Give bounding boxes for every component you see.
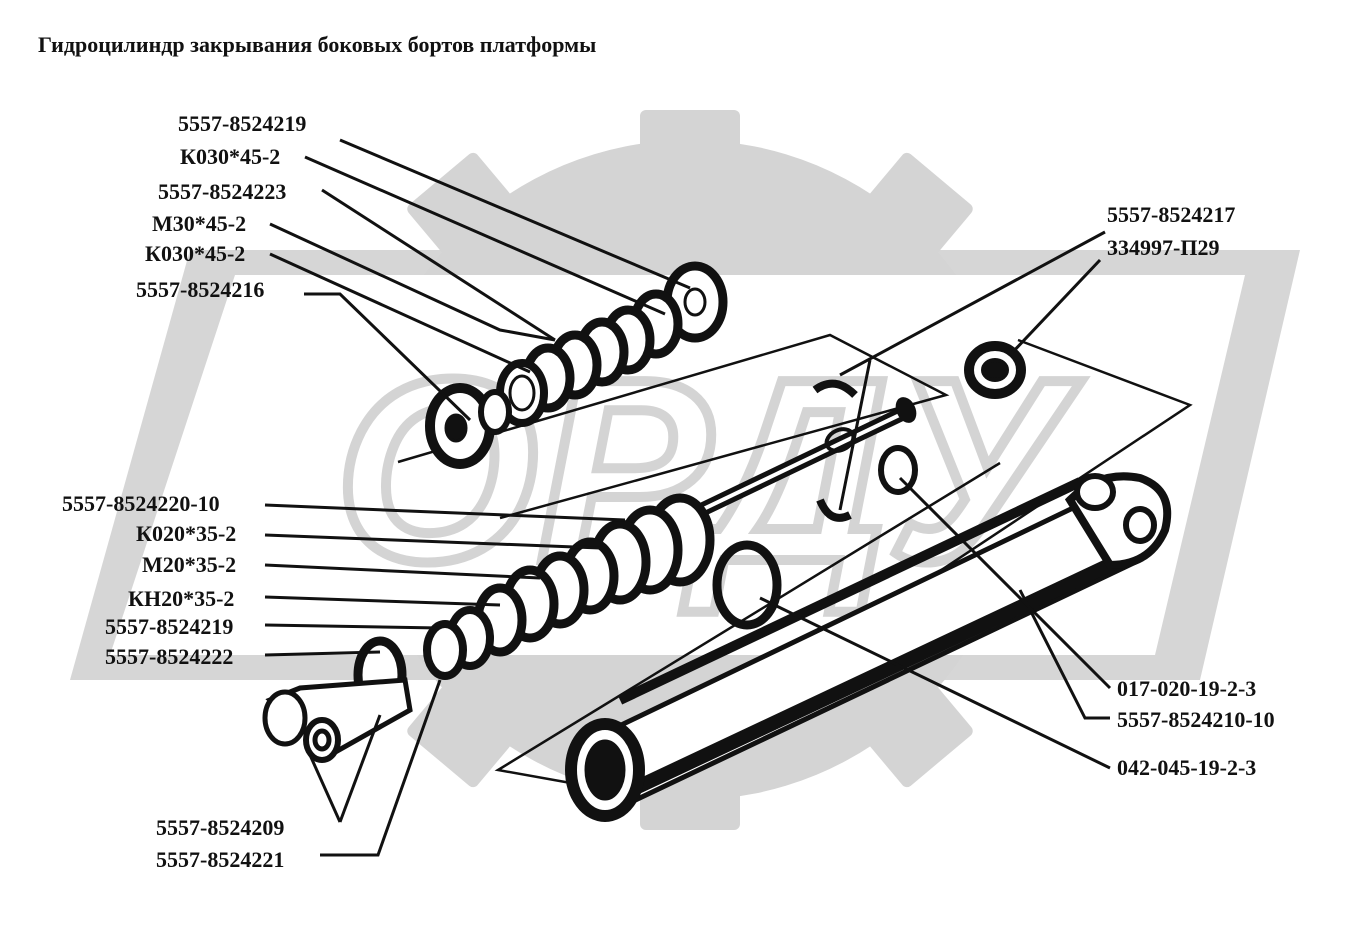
callout-label: 5557-8524217 [1107,202,1236,227]
callout-label: 5557-8524219 [105,614,234,639]
o-rings [712,445,918,630]
callout-label: 5557-8524222 [105,644,234,669]
callout-label: К030*45-2 [145,241,246,266]
piston-seal-stack [353,493,715,714]
callout-label: 5557-8524221 [156,847,285,872]
callout-label: 042-045-19-2-3 [1117,755,1257,780]
callout-label: 334997-П29 [1107,235,1220,260]
rod-end-eye [262,677,413,763]
fitting-plug [964,341,1026,399]
callout-label: 5557-8524219 [178,111,307,136]
callout-label: 5557-8524209 [156,815,285,840]
callout-label: 5557-8524210-10 [1117,707,1275,732]
leader-lines [264,138,1112,857]
callout-label: К020*35-2 [136,521,237,546]
callout-label: К030*45-2 [180,144,281,169]
callout-label: 5557-8524220-10 [62,491,220,516]
page-title: Гидроцилиндр закрывания боковых бортов п… [38,32,597,57]
callout-label: 5557-8524216 [136,277,265,302]
half-rings [812,379,858,522]
callout-label: КН20*35-2 [128,586,235,611]
callout-label: 5557-8524223 [158,179,287,204]
callout-label: М30*45-2 [152,211,247,236]
callout-label: М20*35-2 [142,552,237,577]
callout-label: 017-020-19-2-3 [1117,676,1257,701]
